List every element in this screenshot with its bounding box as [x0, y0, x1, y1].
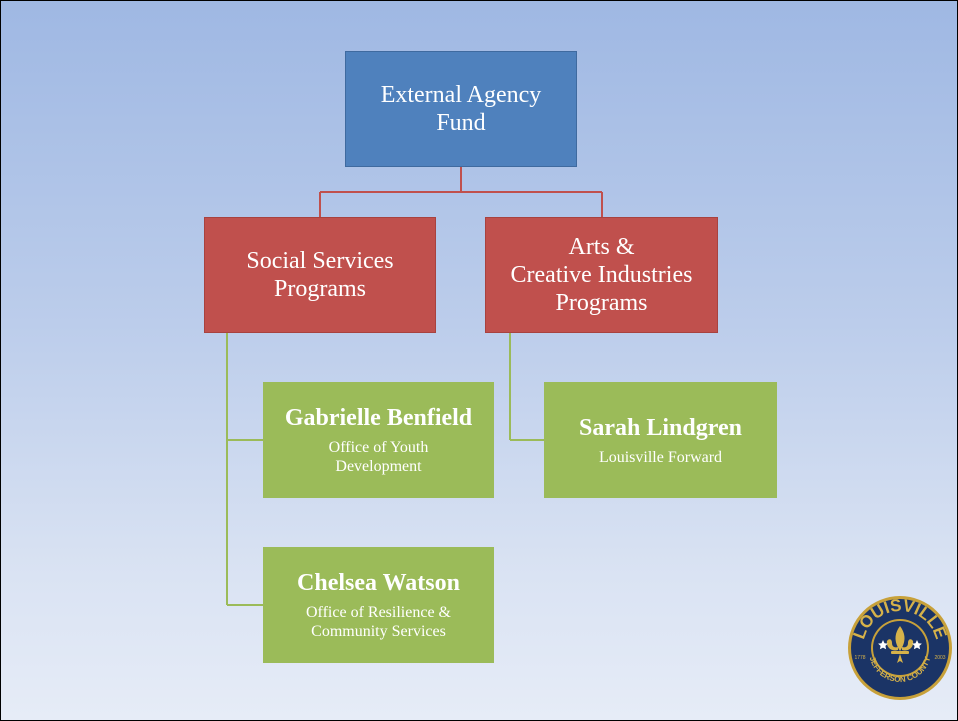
seal-left-text: 1778	[854, 655, 865, 661]
fleur-de-lis-icon	[886, 626, 914, 663]
star-icons	[878, 640, 922, 650]
contact-name: Sarah Lindgren	[579, 414, 742, 441]
leaf-benfield: Gabrielle Benfield Office of Youth Devel…	[263, 382, 494, 498]
seal-right-text: 2003	[934, 655, 945, 661]
branch-arts: Arts & Creative Industries Programs	[485, 217, 718, 333]
contact-office: Louisville Forward	[598, 448, 723, 466]
leaf-connectors	[226, 332, 544, 606]
leaf-watson: Chelsea Watson Office of Resilience & Co…	[263, 547, 494, 663]
root-node: External Agency Fund	[345, 51, 577, 167]
root-connectors	[319, 167, 603, 217]
branch-social-services: Social Services Programs	[204, 217, 436, 333]
root-label: External Agency Fund	[380, 82, 542, 136]
branch-social-label: Social Services Programs	[246, 248, 394, 302]
contact-office: Office of Youth Development	[328, 439, 429, 475]
contact-name: Chelsea Watson	[297, 570, 460, 596]
contact-name: Gabrielle Benfield	[284, 405, 473, 431]
louisville-seal-logo: LOUISVILLE JEFFERSON COUNTY 1778 2003	[848, 596, 952, 700]
branch-arts-label: Arts & Creative Industries Programs	[510, 234, 693, 316]
contact-office: Office of Resilience & Community Service…	[306, 604, 451, 640]
leaf-lindgren: Sarah Lindgren Louisville Forward	[544, 382, 777, 498]
